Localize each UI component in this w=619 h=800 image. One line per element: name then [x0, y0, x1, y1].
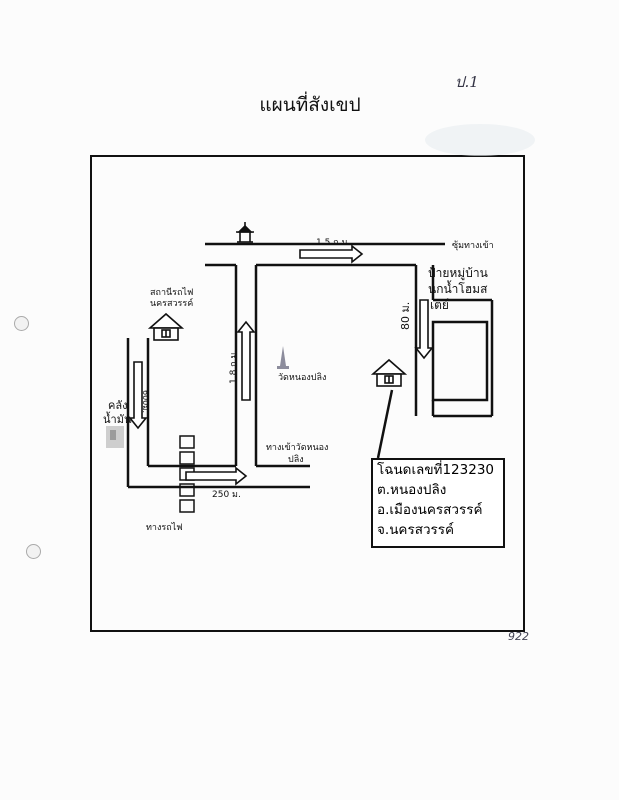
- bottom-road-distance: 250 ม.: [212, 490, 241, 500]
- scan-faded-area: [425, 124, 535, 156]
- deed-number: โฉนดเลขที่123230: [377, 462, 494, 478]
- deed-district: อ.เมืองนครสวรรค์: [377, 502, 483, 518]
- gate-icon: [236, 222, 254, 243]
- left-road-distance: 600ม.: [141, 390, 150, 414]
- oil-depot-line1: คลัง: [108, 399, 128, 412]
- village-sign-line1: ป้ายหมู่บ้าน: [428, 266, 488, 280]
- temple-entrance-line2: ปลิง: [288, 455, 304, 465]
- arrow-top-road: [299, 244, 364, 264]
- arrow-mid-road: [236, 320, 256, 401]
- page-number: ป.1: [455, 73, 479, 91]
- deed-province: จ.นครสวรรค์: [377, 522, 455, 538]
- signature-mark: 922: [508, 630, 529, 643]
- map-frame: [90, 155, 525, 632]
- junction-label: ซุ้มทางเข้า: [452, 241, 494, 251]
- binder-hole-bottom: [26, 544, 41, 559]
- arrow-right-road: [414, 299, 434, 360]
- right-road-distance: 80 ม.: [399, 301, 412, 330]
- right-block: [431, 320, 489, 402]
- plot-house-icon: [370, 358, 408, 387]
- station-label-line1: สถานีรถไฟ: [150, 288, 194, 298]
- top-road-distance: 1.5 ก.ม.: [316, 238, 351, 248]
- oil-depot-line2: น้ำมัน: [103, 413, 132, 426]
- deed-subdistrict: ต.หนองปลิง: [377, 482, 447, 498]
- arrow-left-road: [128, 361, 148, 430]
- railway-label: ทางรถไฟ: [146, 523, 183, 533]
- deed-info-box: โฉนดเลขที่123230 ต.หนองปลิง อ.เมืองนครสว…: [371, 458, 505, 548]
- village-sign-line3: เตย์: [430, 298, 449, 312]
- station-label-line2: นครสวรรค์: [150, 299, 194, 309]
- map-title: แผนที่สังเขป: [259, 94, 361, 116]
- temple-icon: [277, 346, 289, 369]
- pointer-line: [376, 389, 394, 459]
- station-house-icon: [147, 312, 185, 341]
- temple-label: วัดหนองปลิง: [278, 373, 327, 383]
- village-sign-line2: นกน้ำโฮมส: [428, 282, 488, 296]
- arrow-bottom-road: [185, 466, 248, 486]
- temple-entrance-line1: ทางเข้าวัดหนอง: [266, 443, 329, 453]
- mid-road-distance: 1.8 ก.ม.: [229, 349, 239, 384]
- binder-hole-top: [14, 316, 29, 331]
- oil-depot-icon: [106, 426, 124, 448]
